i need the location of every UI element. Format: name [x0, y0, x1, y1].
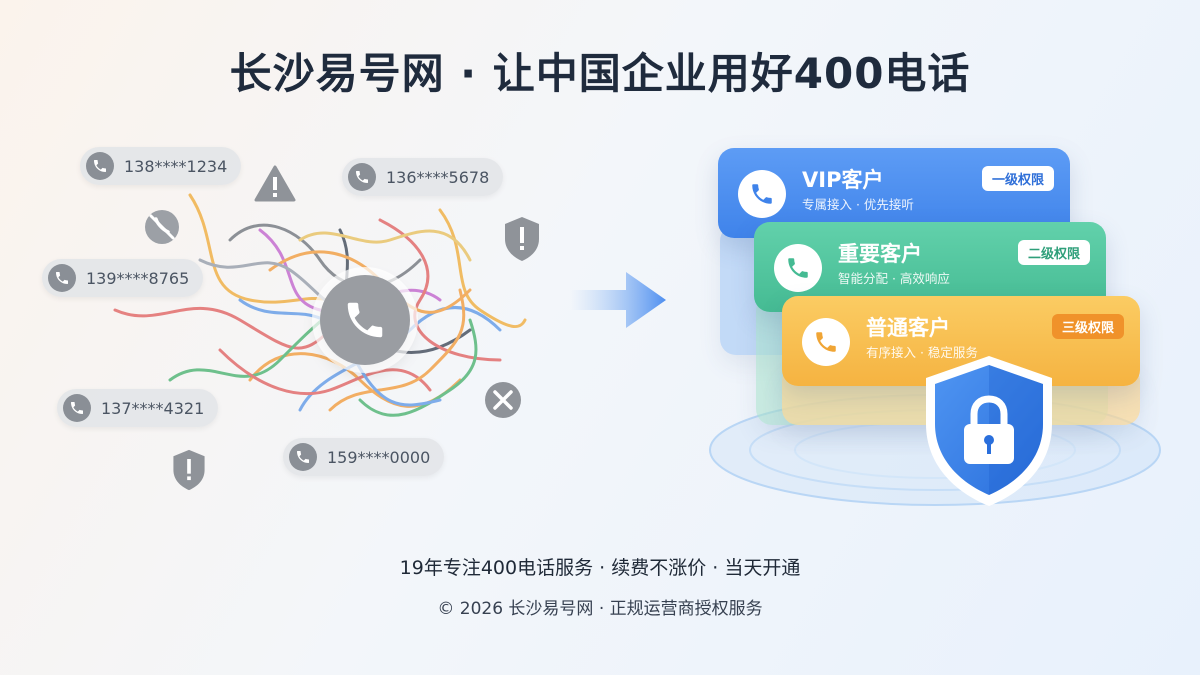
footer-copyright: © 2026 长沙易号网 · 正规运营商授权服务: [437, 599, 763, 619]
card-subtitle: 专属接入 · 优先接听: [802, 197, 914, 212]
no-call-icon: [145, 210, 179, 244]
page-title: 长沙易号网 · 让中国企业用好400电话: [229, 49, 971, 98]
phone-icon: [86, 152, 114, 180]
phone-number: 139****8765: [86, 268, 190, 288]
close-circle-icon: [485, 382, 521, 418]
phone-number-pill: 136****5678: [342, 158, 504, 196]
permission-badge: 三级权限: [1051, 314, 1124, 339]
phone-number-pill: 137****4321: [57, 389, 219, 427]
phone-number: 137****4321: [101, 398, 205, 418]
warning-icon: [254, 165, 296, 202]
security-shield-lock-icon: [926, 356, 1052, 506]
phone-icon: [348, 163, 376, 191]
phone-number-pill: 138****1234: [80, 147, 242, 185]
permission-badge: 二级权限: [1017, 240, 1090, 265]
phone-icon: [802, 318, 850, 366]
phone-number: 159****0000: [327, 447, 431, 467]
phone-icon: [738, 170, 786, 218]
card-title: VIP客户: [802, 168, 884, 192]
card-title: 普通客户: [866, 316, 950, 340]
phone-number-pill: 139****8765: [42, 259, 204, 297]
shield-alert-icon: [505, 217, 539, 261]
card-title: 重要客户: [838, 242, 922, 266]
card-subtitle: 智能分配 · 高效响应: [838, 271, 950, 286]
phone-icon: [289, 443, 317, 471]
arrow-right-icon: [570, 272, 666, 328]
center-phone-icon: [320, 275, 410, 365]
phone-number: 138****1234: [124, 156, 228, 176]
phone-icon: [63, 394, 91, 422]
card-subtitle: 有序接入 · 稳定服务: [866, 345, 978, 360]
phone-number: 136****5678: [386, 167, 490, 187]
phone-icon: [774, 244, 822, 292]
phone-number-pill: 159****0000: [283, 438, 445, 476]
permission-badge: 一级权限: [981, 166, 1054, 191]
phone-icon: [48, 264, 76, 292]
shield-alert-icon: [173, 449, 205, 491]
footer-tagline: 19年专注400电话服务 · 续费不涨价 · 当天开通: [399, 557, 801, 579]
